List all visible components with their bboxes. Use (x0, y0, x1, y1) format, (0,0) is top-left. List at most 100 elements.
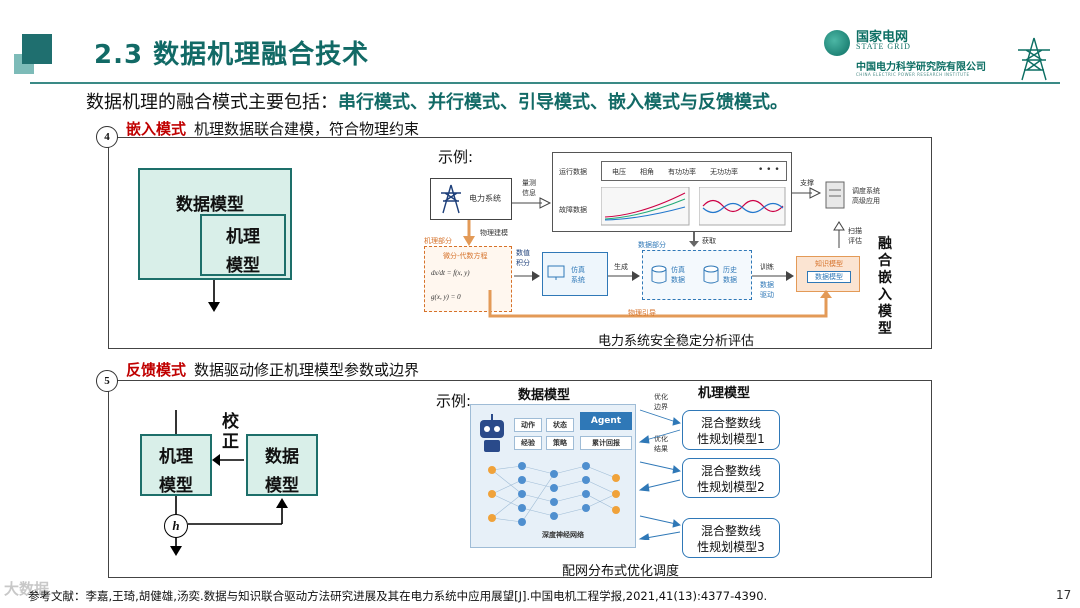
logo-en-text: STATE GRID (856, 42, 911, 51)
number-badge-4: 4 (96, 126, 118, 148)
dispatch-line1: 调度系统 (852, 187, 880, 195)
feedback-flow-arrows (170, 410, 288, 556)
numeric-line2: 积分 (516, 259, 530, 267)
integration-arrow-icon (514, 271, 540, 281)
subtitle-modes: 串行模式、并行模式、引导模式、嵌入模式与反馈模式。 (338, 92, 788, 113)
page-number: 17 (1056, 588, 1072, 602)
inner-data-model-label: 数据模型 (807, 271, 851, 283)
robot-icon (480, 414, 504, 452)
scan-label: 扫描 评估 (848, 226, 862, 246)
fault-curve-chart-1 (601, 187, 690, 226)
embedded-example-caption: 电力系统安全稳定分析评估 (598, 334, 755, 349)
database-icon-sim (651, 265, 667, 284)
optimize-result-label: 优化 结果 (654, 434, 668, 454)
sim-data-label: 仿真 数据 (671, 265, 685, 285)
feedback-mode-title: 反馈模式数据驱动修正机理模型参数或边界 (126, 359, 419, 380)
dae-box: 微分-代数方程 dx/dt = f(x, y) g(x, y) = 0 (424, 246, 512, 312)
inner-box-line1: 机理 (226, 227, 260, 247)
vlabel-char-5: 型 (878, 321, 892, 337)
simulation-system-box: 仿真 系统 (542, 252, 608, 296)
agent-cumulative-reward: 累计回报 (580, 436, 632, 450)
fault-curve-chart-2 (699, 187, 786, 226)
down-arrow-icon (208, 280, 220, 312)
hist-data-line1: 历史 (723, 266, 737, 274)
fusion-embedded-model-label: 融 合 嵌 入 模 型 (876, 236, 894, 338)
data-part-label: 数据部分 (638, 241, 666, 249)
hist-data-line2: 数据 (723, 276, 737, 284)
acquire-label: 获取 (702, 237, 716, 245)
calibrate-line1: 校 (222, 412, 239, 432)
run-item-phase: 相角 (640, 168, 654, 176)
state-grid-globe-icon (824, 30, 850, 56)
dnn-label: 深度神经网络 (542, 531, 584, 539)
h-node: h (164, 514, 188, 538)
milp3-line1: 混合整数线 (700, 524, 761, 538)
numeric-integration-label: 数值 积分 (516, 248, 530, 268)
dispatch-line2: 高级应用 (852, 197, 880, 205)
measure-line2: 信息 (522, 189, 536, 197)
title-divider (30, 82, 1060, 84)
neural-network-icon (488, 462, 620, 526)
fault-data-label: 故障数据 (559, 206, 587, 214)
milp1-line2: 性规划模型1 (697, 432, 765, 446)
measure-arrow-icon (512, 197, 552, 209)
measure-info-label: 量测 信息 (522, 178, 536, 198)
logo-cepri-en-text: CHINA ELECTRIC POWER RESEARCH INSTITUTE (856, 72, 970, 77)
data-box-line1: 数据 (265, 447, 299, 467)
acquire-arrow-icon (689, 232, 699, 247)
opt-boundary-line2: 边界 (654, 403, 668, 411)
data-driven-line2: 驱动 (760, 291, 774, 299)
database-icon-hist (703, 265, 719, 284)
run-item-voltage: 电压 (612, 168, 626, 176)
milp3-line2: 性规划模型3 (697, 540, 765, 554)
mech-box-line2: 模型 (159, 476, 193, 496)
scan-line2: 评估 (848, 237, 862, 245)
physical-model-label: 物理建模 (480, 229, 508, 237)
feedback-example-caption: 配网分布式优化调度 (562, 564, 680, 579)
sim-data-line1: 仿真 (671, 266, 685, 274)
data-model-box: 数据 模型 (246, 434, 318, 496)
logo-cn-text: 国家电网 (856, 30, 909, 45)
milp2-line1: 混合整数线 (700, 464, 761, 478)
numeric-line1: 数值 (516, 249, 530, 257)
opt-result-line1: 优化 (654, 435, 668, 443)
equation-2: g(x, y) = 0 (431, 293, 461, 301)
watermark: 大数据 (4, 580, 50, 598)
run-data-items: 电压 相角 有功功率 无功功率 • • • (601, 161, 787, 181)
run-item-reactive: 无功功率 (710, 168, 738, 176)
data-model-outer-label: 数据模型 (176, 195, 244, 215)
reference-footnote: 参考文献：李嘉,王琦,胡健雄,汤奕.数据与知识联合驱动方法研究进展及其在电力系统… (28, 589, 768, 603)
power-system-box: 电力系统 (430, 178, 512, 220)
optimize-boundary-label: 优化 边界 (654, 392, 668, 412)
train-label: 训练 (760, 263, 774, 271)
data-driven-line1: 数据 (760, 281, 774, 289)
knowledge-model-label: 知识模型 (815, 260, 843, 268)
vlabel-char-0: 融 (878, 236, 892, 252)
power-system-label: 电力系统 (469, 194, 501, 203)
server-icon (825, 181, 845, 209)
embedded-mode-desc: 机理数据联合建模，符合物理约束 (194, 120, 420, 138)
opt-result-line2: 结果 (654, 445, 668, 453)
header-accent-square (22, 34, 52, 64)
scan-line1: 扫描 (848, 227, 862, 235)
logo-cepri-text: 中国电力科学研究院有限公司 (856, 62, 986, 73)
number-badge-5: 5 (96, 370, 118, 392)
data-store-box: 仿真 数据 历史 数据 (642, 250, 752, 300)
opt-boundary-line1: 优化 (654, 393, 668, 401)
vlabel-char-2: 嵌 (878, 270, 892, 286)
hist-data-label: 历史 数据 (723, 265, 737, 285)
simulation-system-label: 仿真 系统 (571, 265, 585, 285)
embedded-mode-name: 嵌入模式 (126, 120, 187, 138)
equation-1: dx/dt = f(x, y) (431, 269, 470, 277)
calibrate-label: 校 正 (222, 412, 239, 452)
optimization-exchange-arrows (638, 409, 681, 540)
data-model-title: 数据模型 (518, 388, 571, 403)
physics-guide-arrow (488, 290, 832, 318)
feedback-example-label: 示例: (436, 392, 472, 410)
mech-box-line1: 机理 (159, 447, 193, 467)
generate-arrow-icon (608, 271, 640, 281)
physics-guide-label: 物理引导 (628, 309, 656, 317)
sim-line1: 仿真 (571, 266, 585, 274)
vlabel-char-1: 合 (878, 253, 892, 269)
scan-arrow-icon (833, 221, 845, 248)
